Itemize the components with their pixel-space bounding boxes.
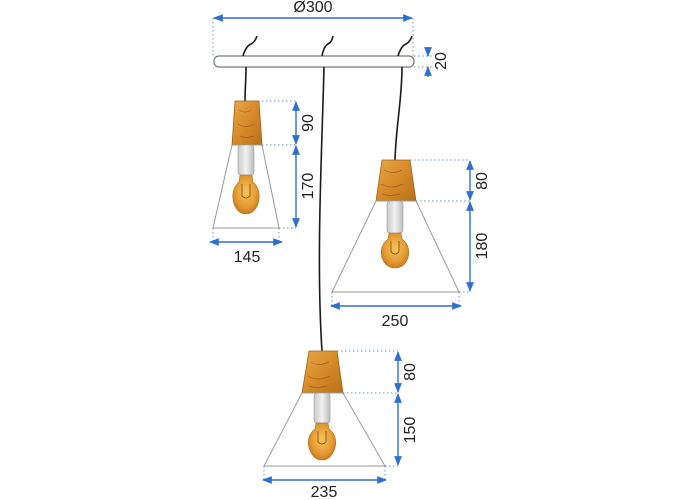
lamp-right-top-label: 80 <box>474 172 491 190</box>
canopy-wire-center <box>321 35 334 57</box>
canopy-bar <box>213 55 415 68</box>
lamp-right-wood-grain <box>380 169 404 196</box>
lamp-left-width-label: 145 <box>234 249 261 266</box>
canopy-wire-left <box>242 35 258 57</box>
lamp-bottom-filament <box>317 431 327 445</box>
lamp-left-socket <box>237 144 255 176</box>
lamp-bottom-wood-top <box>301 350 344 394</box>
canopy: Ø300 20 <box>212 0 450 77</box>
canopy-height-label: 20 <box>433 52 450 70</box>
lamp-left-top-label: 90 <box>300 114 317 132</box>
cords <box>244 66 403 352</box>
lamp-bottom-width-label: 235 <box>311 484 338 500</box>
lamp-left-filament <box>241 184 251 199</box>
lamp-right-filament <box>390 241 400 255</box>
canopy-wire-right <box>397 35 413 57</box>
lamp-left-wood-grain <box>237 109 255 138</box>
lamp-right-socket <box>386 200 404 234</box>
cord-left <box>244 66 247 102</box>
lamp-bottom-socket <box>313 392 331 424</box>
lamp-bottom-shade-label: 150 <box>402 417 419 444</box>
lamp-left-wood-top <box>231 100 263 146</box>
lamp-right-width-label: 250 <box>382 313 409 330</box>
cord-right <box>394 66 403 161</box>
lamp-right-shade-label: 180 <box>474 233 491 260</box>
canopy-diameter-label: Ø300 <box>293 0 332 16</box>
lamp-bottom-top-label: 80 <box>402 363 419 381</box>
lamp-left-shade-label: 170 <box>300 173 317 200</box>
lamp-bottom-wood-grain <box>307 361 331 388</box>
cord-bottom <box>318 66 325 352</box>
lamp-left: 90 170 145 <box>209 100 317 266</box>
lamp-right-bulb <box>380 232 410 269</box>
lamp-bottom: 80 150 235 <box>262 350 419 500</box>
lamp-bottom-bulb <box>307 422 337 461</box>
lamp-left-bulb <box>232 174 260 215</box>
lamp-right: 80 180 250 <box>330 159 491 330</box>
